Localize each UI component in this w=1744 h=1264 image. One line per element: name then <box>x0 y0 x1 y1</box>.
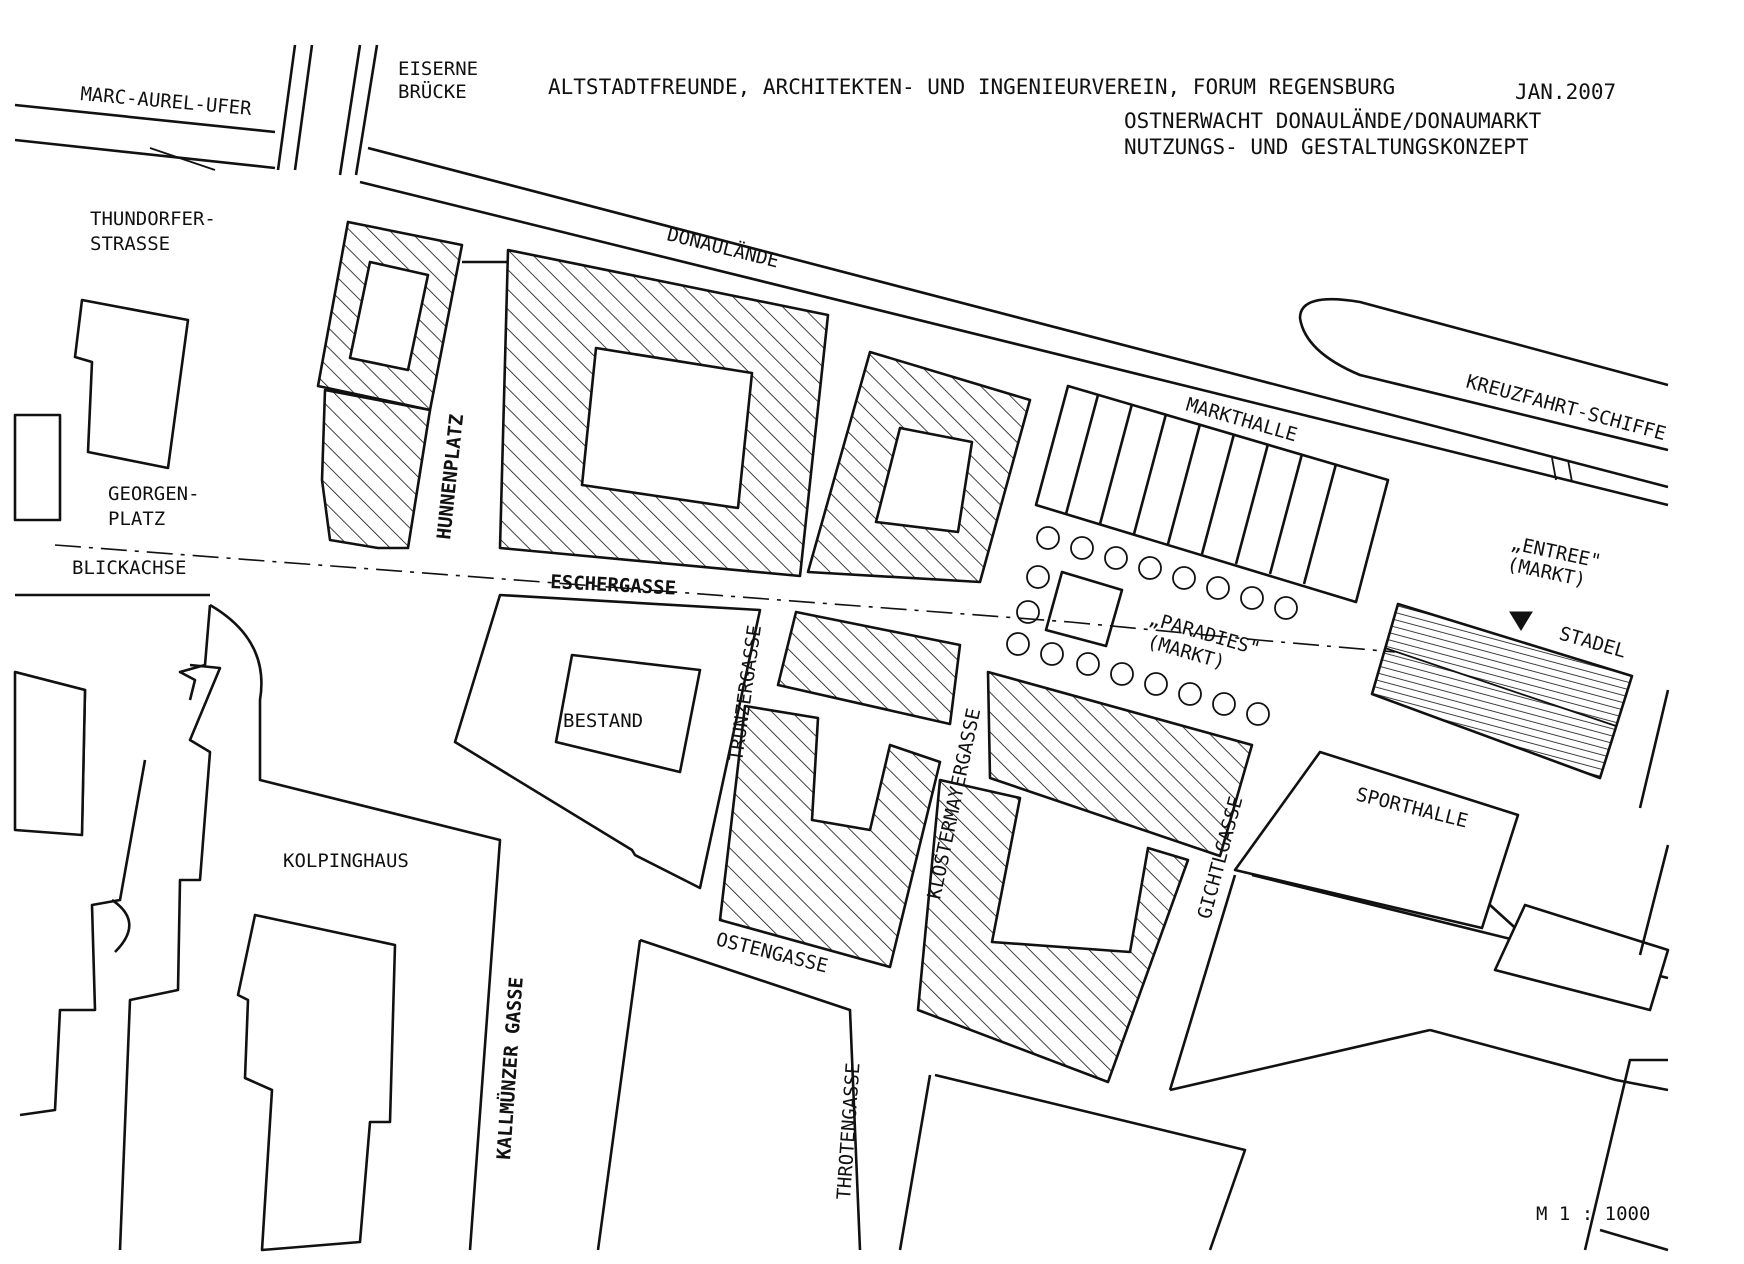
paradies-pavilion <box>1044 570 1124 648</box>
label-georgenplatz-1: GEORGEN- <box>108 483 200 505</box>
header-line2: OSTNERWACHT DONAULÄNDE/DONAUMARKT <box>1124 108 1542 133</box>
building-sporthalle <box>1233 750 1520 930</box>
header-line3: NUTZUNGS- UND GESTALTUNGSKONZEPT <box>1124 135 1529 159</box>
building-kolpinghaus-outer <box>209 603 502 1251</box>
label-thundorfer-1: THUNDORFER- <box>90 208 216 230</box>
eiserne-bruecke <box>276 44 379 176</box>
building-west-edge <box>13 670 87 837</box>
building-thundorfer <box>73 298 190 470</box>
building-east-small <box>1493 903 1670 1012</box>
stadel-ridge <box>1384 647 1617 727</box>
building-georgenplatz-west <box>13 413 62 522</box>
label-eiserne: EISERNE <box>398 58 478 80</box>
courtyard-donaulaende-large <box>580 346 754 510</box>
label-hunnenplatz: HUNNENPLATZ <box>433 413 468 540</box>
label-scale: M 1 : 1000 <box>1536 1203 1650 1225</box>
triangle-down-icon <box>1509 611 1533 631</box>
label-thundorfer-2: STRASSE <box>90 233 170 255</box>
building-stadel <box>1370 602 1634 780</box>
label-kallmuenzer-gasse: KALLMÜNZER GASSE <box>491 976 528 1160</box>
block-ostengasse-south <box>596 938 862 1251</box>
river-bank-lines <box>14 103 1669 507</box>
block-far-southeast <box>1583 1058 1669 1252</box>
blickachse-line <box>54 544 1396 653</box>
block-east-edge <box>1638 689 1670 956</box>
trees-paradies <box>1006 526 1298 726</box>
building-klostermayergasse <box>986 670 1254 858</box>
block-throten-east <box>898 1073 1247 1251</box>
ship-posts <box>1551 457 1573 483</box>
label-georgenplatz-2: PLATZ <box>108 508 165 530</box>
courtyard-middle-block <box>874 426 974 534</box>
label-bestand: BESTAND <box>563 710 643 732</box>
building-trunzergasse-south <box>718 704 942 969</box>
building-gichtlgasse <box>916 778 1190 1084</box>
label-kolpinghaus: KOLPINGHAUS <box>283 850 409 872</box>
label-donaulaende: DONAULÄNDE <box>665 223 782 273</box>
building-west-long <box>19 663 222 1251</box>
building-bestand <box>554 653 702 774</box>
building-west-round <box>111 898 131 953</box>
label-bruecke: BRÜCKE <box>398 80 467 103</box>
building-trunzergasse-north <box>776 610 962 726</box>
cruise-ship-outline <box>1298 298 1669 452</box>
markthalle <box>1034 384 1390 604</box>
header-date: JAN.2007 <box>1515 80 1616 104</box>
label-throtengasse: THROTENGASSE <box>833 1062 865 1200</box>
courtyard-hunnenplatz-north <box>348 260 430 372</box>
label-eschergasse: ESCHERGASSE <box>550 571 677 600</box>
building-hunnenplatz-south <box>320 388 432 550</box>
block-gichtl-south <box>1168 874 1669 1092</box>
building-kolpinghaus-inner <box>236 913 397 1252</box>
header-line1: ALTSTADTFREUNDE, ARCHITEKTEN- UND INGENI… <box>548 75 1395 99</box>
label-blickachse: BLICKACHSE <box>72 557 186 579</box>
